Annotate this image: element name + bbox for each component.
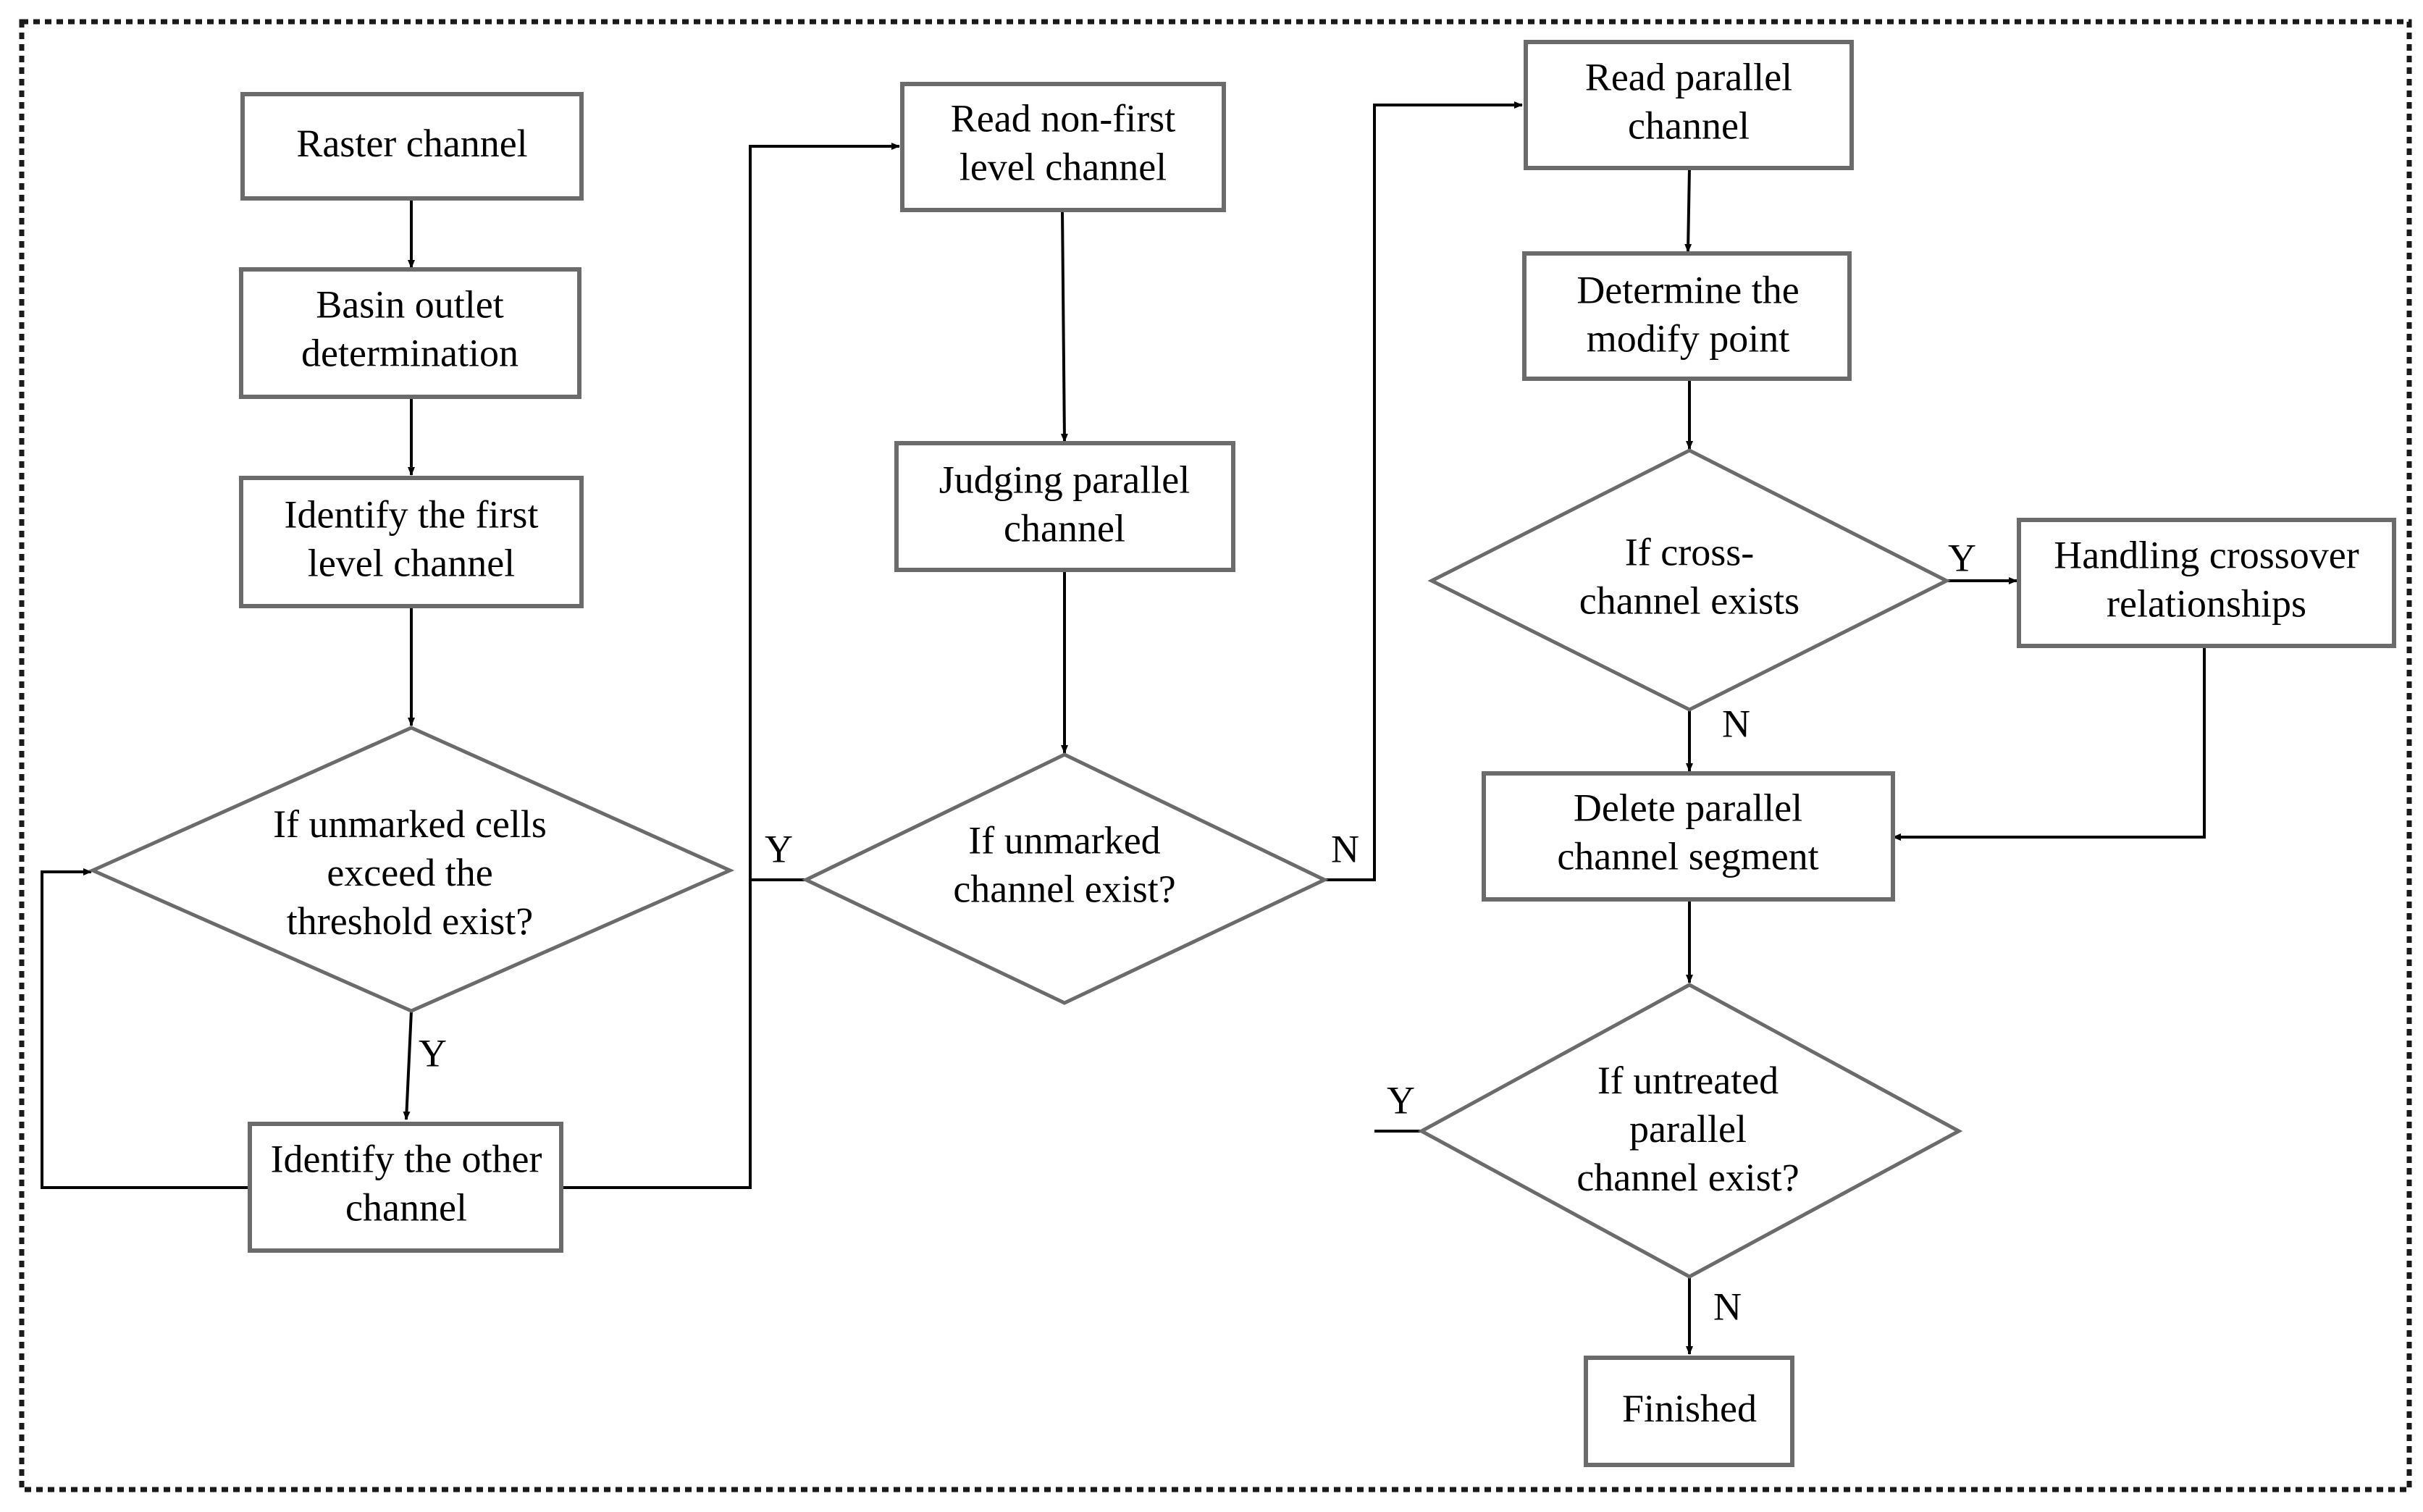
node-text-line: determination xyxy=(301,332,518,375)
node-finished-label: Finished xyxy=(1622,1387,1757,1430)
node-judging-parallel-label: Judging parallel channel xyxy=(939,458,1190,550)
edge-other-to-read-nonfirst xyxy=(561,143,900,1189)
decision-cross-channel-label: If cross-channel exists xyxy=(1579,531,1800,623)
node-text-line: channel exists xyxy=(1579,579,1800,623)
node-identify-other-channel: Identify the other channel xyxy=(248,1122,563,1253)
node-text-line: Read non-first xyxy=(951,97,1175,140)
node-basin-outlet-determination: Basin outlet determination xyxy=(239,267,581,399)
node-text-line: modify point xyxy=(1587,317,1790,361)
decision-unmarked-channel: If unmarked channel exist? xyxy=(802,752,1329,1005)
decision-untreated-parallel: If untreated parallel channel exist? xyxy=(1417,983,1963,1279)
node-read-parallel-label: Read parallel channel xyxy=(1585,56,1792,148)
node-text-line: Basin outlet xyxy=(316,283,503,327)
decision-unmarked-cells-label: If unmarked cells exceed the threshold exi… xyxy=(273,802,547,943)
decision-cross-channel: If cross-channel exists xyxy=(1427,448,1951,712)
node-handling-crossover-relationships: Handling crossover relationships xyxy=(2017,518,2396,648)
node-text-line: exceed the xyxy=(327,851,492,894)
node-read-nonfirst-label: Read non-first level channel xyxy=(951,97,1175,189)
label-cross-yes: Y xyxy=(1948,536,1976,579)
node-text-line: Read parallel xyxy=(1585,56,1792,99)
node-raster-channel-label: Raster channel xyxy=(296,122,527,165)
edge-labels: Y Y N Y N Y N xyxy=(419,536,1976,1328)
node-read-non-first-level-channel: Read non-first level channel xyxy=(900,82,1226,212)
node-judging-parallel-channel: Judging parallel channel xyxy=(894,441,1235,572)
node-text-line: level channel xyxy=(308,542,515,585)
node-text-line: relationships xyxy=(2107,582,2306,626)
node-text-line: Determine the xyxy=(1576,269,1799,312)
node-text-line: If unmarked cells xyxy=(273,802,547,846)
node-text-line: channel xyxy=(1004,507,1125,550)
node-finished: Finished xyxy=(1584,1356,1794,1467)
label-untreated-yes: Y xyxy=(1387,1078,1415,1122)
diagram-frame xyxy=(19,19,2412,1492)
label-untreated-no: N xyxy=(1713,1285,1742,1328)
decision-unmarked-channel-label: If unmarked channel exist? xyxy=(953,819,1175,911)
node-determine-modify-label: Determine the modify point xyxy=(1576,269,1799,361)
edge-handling-to-delete xyxy=(1892,646,2206,841)
connectors xyxy=(41,101,2206,1355)
node-text-line: Judging parallel xyxy=(939,458,1190,502)
node-read-parallel-channel: Read parallel channel xyxy=(1524,40,1854,170)
edge-cells-to-other xyxy=(403,1010,413,1120)
node-text-line: Handling crossover xyxy=(2054,534,2359,577)
edge-read-parallel-to-determine xyxy=(1684,167,1692,253)
edge-read-nonfirst-to-judging xyxy=(1060,209,1068,442)
edge-other-loop-back xyxy=(41,868,250,1189)
node-determine-modify-point: Determine the modify point xyxy=(1522,251,1852,381)
node-identify-first-level-channel: Identify the first level channel xyxy=(239,476,584,608)
node-text-line: channel xyxy=(345,1186,467,1230)
node-delete-parallel-label: Delete parallel channel segment xyxy=(1557,786,1818,878)
node-text-line: parallel xyxy=(1629,1107,1747,1151)
node-text-line: Identify the first xyxy=(285,493,539,537)
label-unmarked-no: N xyxy=(1331,827,1359,870)
nodes: Raster channel Basin outlet determination… xyxy=(88,40,2396,1467)
decision-untreated-parallel-label: If untreated parallel channel exist? xyxy=(1576,1059,1799,1199)
node-raster-channel: Raster channel xyxy=(240,92,584,201)
node-text-line: channel exist? xyxy=(953,868,1175,911)
label-cells-yes: Y xyxy=(419,1031,447,1075)
edge-unmarked-no-to-read-parallel xyxy=(1324,101,1523,881)
label-unmarked-yes: Y xyxy=(765,827,793,870)
node-text-line: threshold exist? xyxy=(287,899,533,943)
node-text-line: channel segment xyxy=(1557,835,1818,878)
node-text-line: channel exist? xyxy=(1576,1156,1799,1199)
node-basin-outlet-label: Basin outlet determination xyxy=(301,283,518,375)
node-handling-crossover-label: Handling crossover relationships xyxy=(2054,534,2359,626)
node-delete-parallel-channel-segment: Delete parallel channel segment xyxy=(1482,771,1895,902)
node-text-line: Raster channel xyxy=(296,122,527,165)
node-identify-other-label: Identify the other channel xyxy=(271,1138,542,1230)
node-identify-first-label: Identify the first level channel xyxy=(285,493,539,585)
node-text-line: Finished xyxy=(1622,1387,1757,1430)
node-text-line: If untreated xyxy=(1597,1059,1779,1102)
node-text-line: channel xyxy=(1628,104,1750,148)
node-text-line: level channel xyxy=(959,146,1167,189)
decision-unmarked-cells: If unmarked cells exceed the threshold exi… xyxy=(88,726,735,1013)
node-text-line: Delete parallel xyxy=(1574,786,1802,830)
node-text-line: Identify the other xyxy=(271,1138,542,1181)
node-text-line: If unmarked xyxy=(968,819,1160,862)
node-text-line: If cross- xyxy=(1625,531,1754,574)
label-cross-no: N xyxy=(1722,702,1750,745)
